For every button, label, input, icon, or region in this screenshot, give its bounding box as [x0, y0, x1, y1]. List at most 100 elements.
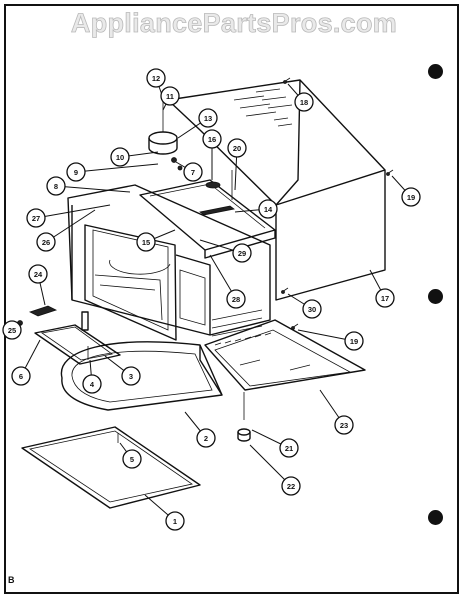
callout-28: 28 [226, 289, 246, 309]
callout-label: 25 [8, 326, 16, 335]
binder-hole-bottom [428, 510, 443, 525]
callout-label: 18 [300, 98, 308, 107]
watermark: AppliancePartsPros.com [70, 8, 398, 39]
callout-9: 9 [66, 162, 86, 182]
glass-tray [21, 426, 201, 509]
callout-label: 20 [233, 144, 241, 153]
callout-bubble [401, 187, 421, 207]
callout-label: 6 [19, 372, 23, 381]
callout-bubble [258, 199, 278, 219]
callout-label: 4 [90, 380, 95, 389]
callout-30: 30 [302, 299, 322, 319]
callout-bubble [183, 162, 203, 182]
callout-5: 5 [122, 449, 142, 469]
callout-label: 28 [232, 295, 240, 304]
callout-bubble [344, 331, 364, 351]
screws [281, 77, 394, 330]
callout-18: 18 [294, 92, 314, 112]
callout-label: 15 [142, 238, 150, 247]
callout-label: 30 [308, 305, 316, 314]
callout-label: 22 [287, 482, 295, 491]
callout-bubble [160, 86, 180, 106]
callout-15: 15 [136, 232, 156, 252]
callout-bubble [110, 147, 130, 167]
callout-bubble [375, 288, 395, 308]
callout-bubble [82, 374, 102, 394]
page-letter: B [8, 575, 15, 585]
stirrer-motor-assembly [148, 100, 233, 200]
callout-label: 11 [166, 92, 174, 101]
callout-bubble [28, 264, 48, 284]
callout-bubble [302, 299, 322, 319]
callout-6: 6 [11, 366, 31, 386]
callout-label: 2 [204, 434, 208, 443]
callout-label: 1 [173, 517, 177, 526]
callout-label: 9 [74, 168, 78, 177]
callout-17: 17 [375, 288, 395, 308]
callout-bubble [226, 289, 246, 309]
callout-26: 26 [36, 232, 56, 252]
callout-bubble [279, 438, 299, 458]
callout-bubble [136, 232, 156, 252]
callout-bubble [122, 449, 142, 469]
callout-bubble [36, 232, 56, 252]
callout-14: 14 [258, 199, 278, 219]
callout-11: 11 [160, 86, 180, 106]
callout-label: 19 [407, 193, 415, 202]
callout-bubble [165, 511, 185, 531]
callout-3: 3 [121, 366, 141, 386]
callout-label: 12 [152, 74, 160, 83]
callout-label: 7 [191, 168, 195, 177]
binder-hole-top [428, 64, 443, 79]
callout-bubble [121, 366, 141, 386]
callout-bubble [334, 415, 354, 435]
callout-label: 19 [350, 337, 358, 346]
callout-bubble [294, 92, 314, 112]
base-plate [204, 319, 366, 391]
callout-label: 8 [54, 182, 58, 191]
callout-label: 24 [34, 270, 43, 279]
callout-21: 21 [279, 438, 299, 458]
callout-bubble [26, 208, 46, 228]
callout-bubble [11, 366, 31, 386]
roller-guide [60, 341, 223, 411]
callout-label: 21 [285, 444, 293, 453]
leader-line-22 [249, 444, 292, 487]
callout-27: 27 [26, 208, 46, 228]
latch-parts [17, 305, 121, 443]
callout-22: 22 [281, 476, 301, 496]
callout-25: 25 [2, 320, 22, 340]
foot [237, 392, 251, 442]
oven-cavity [67, 184, 272, 346]
callout-bubble [2, 320, 22, 340]
callout-10: 10 [110, 147, 130, 167]
callout-12: 12 [146, 68, 166, 88]
leader-line-26 [45, 209, 96, 243]
callout-1: 1 [165, 511, 185, 531]
callout-7: 7 [183, 162, 203, 182]
callout-4: 4 [82, 374, 102, 394]
callout-bubble [227, 138, 247, 158]
callout-bubble [202, 129, 222, 149]
callout-label: 5 [130, 455, 134, 464]
top-duct-assembly [139, 179, 276, 259]
callout-2: 2 [196, 428, 216, 448]
binder-hole-middle [428, 289, 443, 304]
callout-29: 29 [232, 243, 252, 263]
diagram-border [4, 4, 459, 594]
callout-13: 13 [198, 108, 218, 128]
callout-24: 24 [28, 264, 48, 284]
callout-label: 23 [340, 421, 348, 430]
callout-19: 19 [401, 187, 421, 207]
callout-bubble [198, 108, 218, 128]
callout-label: 26 [42, 238, 50, 247]
callout-bubble [281, 476, 301, 496]
callout-label: 16 [208, 135, 216, 144]
callout-label: 13 [204, 114, 212, 123]
callout-bubble [232, 243, 252, 263]
callout-label: 10 [116, 153, 124, 162]
callout-16: 16 [202, 129, 222, 149]
leader-line-8 [55, 185, 131, 193]
leader-line-9 [75, 163, 159, 173]
